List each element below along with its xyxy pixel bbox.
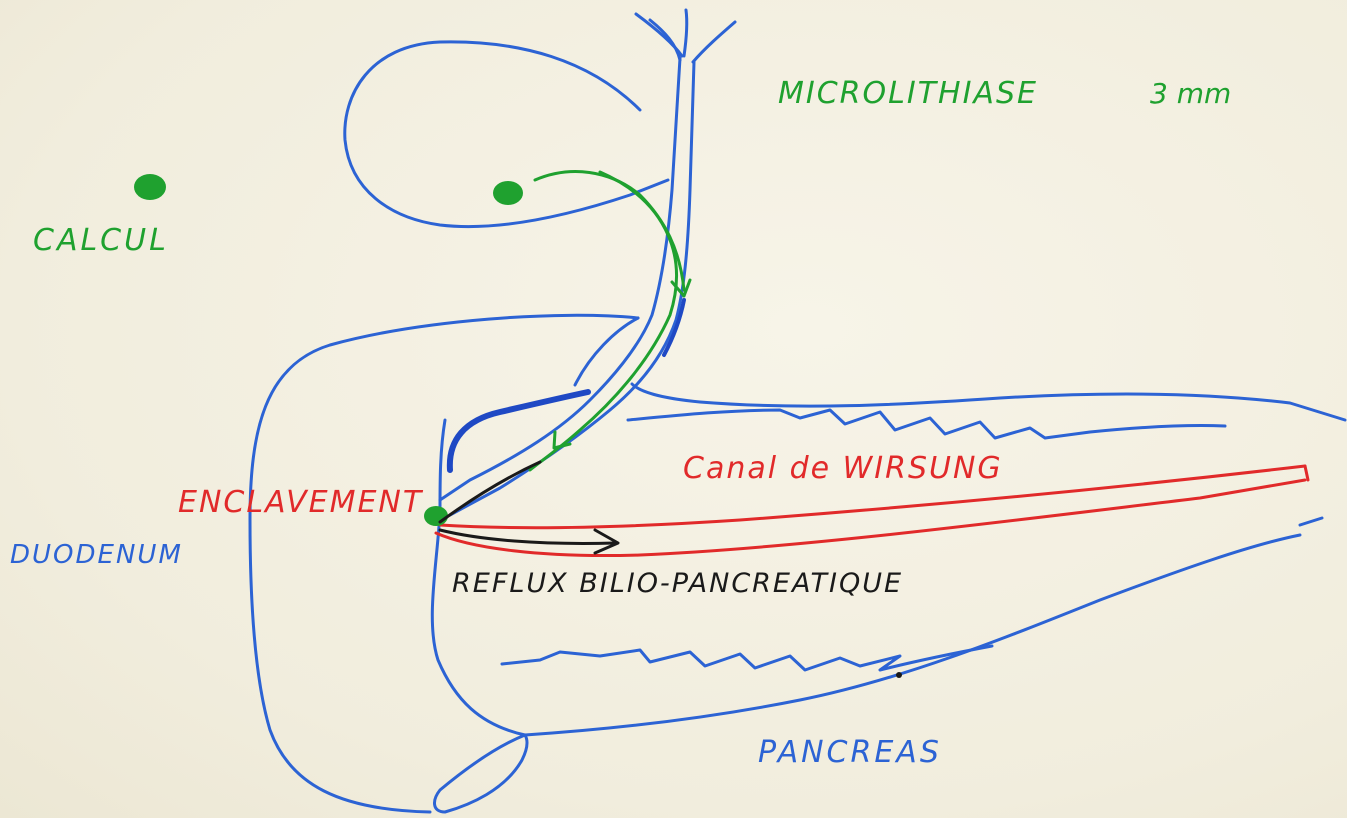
pancreas-lobulation-upper: [628, 410, 1225, 438]
pancreas-upper-border: [632, 384, 1345, 420]
impacted-stone: [424, 506, 448, 526]
right-hepatic-duct: [684, 10, 687, 56]
reflux-arrow-right-head: [595, 530, 618, 553]
hepatic-duct-inner: [650, 20, 680, 60]
pancreas-tail-tip: [1300, 518, 1322, 525]
right-hepatic-duct-2: [693, 22, 735, 62]
duodenum-lower-loop: [435, 735, 527, 812]
microlithiase-label: MICROLITHIASE: [778, 76, 1038, 111]
sphincter-thick-segment: [450, 392, 588, 470]
calcul-label: CALCUL: [33, 223, 169, 258]
duodenum-outline: [250, 315, 638, 812]
size-label: 3 mm: [1150, 77, 1231, 110]
bile-duct-left-wall: [440, 58, 680, 500]
pancreas-label: PANCREAS: [758, 735, 942, 770]
wirsung-label: Canal de WIRSUNG: [683, 451, 1003, 486]
pancreas-lobulation-lower: [502, 646, 992, 670]
wirsung-duct-tail: [1305, 466, 1308, 480]
pancreas-dot: [896, 672, 902, 678]
duodenum-label: DUODENUM: [10, 540, 183, 570]
reflux-label: REFLUX BILIO-PANCREATIQUE: [452, 568, 903, 599]
enclavement-label: ENCLAVEMENT: [178, 485, 424, 520]
gallbladder-stone: [493, 181, 523, 205]
duodenum-bulb: [575, 318, 638, 385]
calcul-legend-stone: [134, 174, 166, 200]
pancreas-lower-border: [525, 535, 1300, 735]
